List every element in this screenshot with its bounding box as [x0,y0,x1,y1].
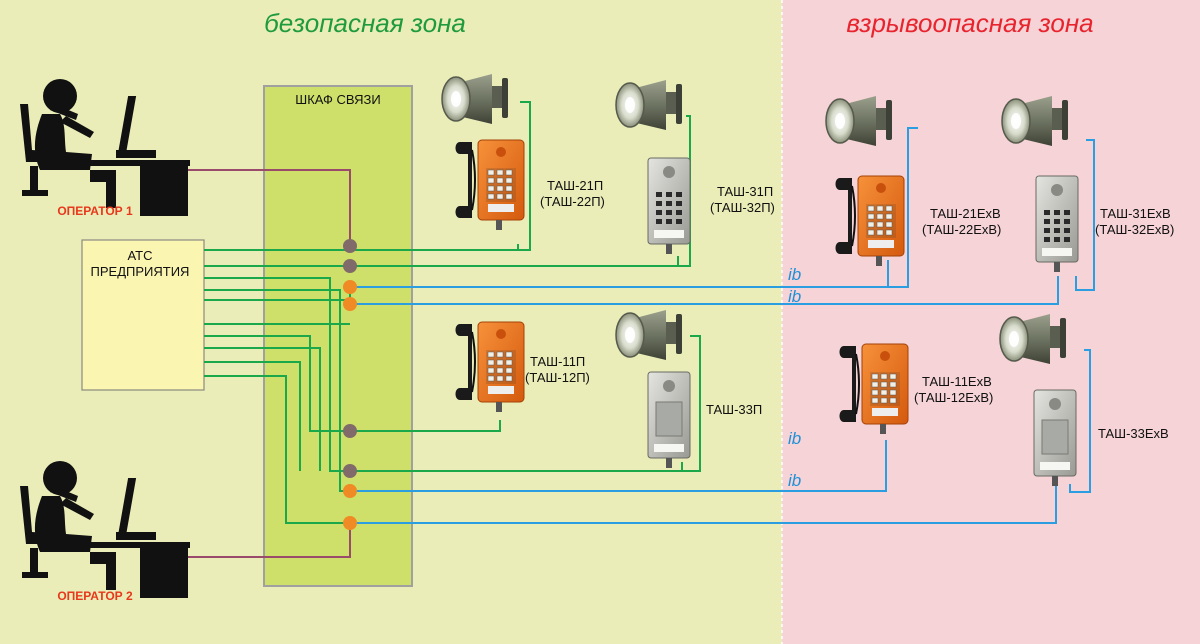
tash33exv-line1: ТАШ-33ExВ [1098,426,1169,441]
node-gray [343,464,357,478]
cabinet-label: ШКАФ СВЯЗИ [295,92,380,107]
tash11p-line2: (ТАШ-12П) [525,370,590,385]
intercom-phone-icon [647,371,691,469]
tash21p-line2: (ТАШ-22П) [540,194,605,209]
node-gray [343,239,357,253]
node-orange [343,484,357,498]
node-gray [343,424,357,438]
keypad-phone-icon [647,157,691,255]
node-orange [343,280,357,294]
node-orange [343,516,357,530]
tash31p-line1: ТАШ-31П [717,184,773,199]
operator-2: ОПЕРАТОР 2 [20,461,190,603]
cabinet-nodes [343,239,357,530]
pbx-box [81,239,205,391]
operator-2-label: ОПЕРАТОР 2 [57,589,133,603]
tash31exv-line2: (ТАШ-32ExВ) [1095,222,1174,237]
ib-mark: ib [788,471,801,490]
keypad-phone-icon [1035,175,1079,273]
tash11exv-line2: (ТАШ-12ExВ) [914,390,993,405]
pbx-label-line2: ПРЕДПРИЯТИЯ [91,264,190,279]
ib-mark: ib [788,429,801,448]
ib-mark: ib [788,287,801,306]
ib-mark: ib [788,265,801,284]
operator-1: ОПЕРАТОР 1 [20,79,190,218]
hazard-zone-background [782,0,1200,644]
tash31p-line2: (ТАШ-32П) [710,200,775,215]
safe-zone-title: безопасная зона [264,8,466,38]
node-gray [343,259,357,273]
intercom-phone-icon [1033,389,1077,487]
pbx-label-line1: АТС [128,248,153,263]
node-orange [343,297,357,311]
hazard-zone-title: взрывоопасная зона [846,8,1093,38]
tash31exv-line1: ТАШ-31ExВ [1100,206,1171,221]
tash33p-line1: ТАШ-33П [706,402,762,417]
operator-1-label: ОПЕРАТОР 1 [57,204,133,218]
tash21exv-line2: (ТАШ-22ExВ) [922,222,1001,237]
tash21p-line1: ТАШ-21П [547,178,603,193]
tash21exv-line1: ТАШ-21ExВ [930,206,1001,221]
operator-lines [152,169,351,558]
ib-lines [350,127,1095,524]
tash11p-line1: ТАШ-11П [530,354,585,369]
tash11exv-line1: ТАШ-11ExВ [922,374,992,389]
